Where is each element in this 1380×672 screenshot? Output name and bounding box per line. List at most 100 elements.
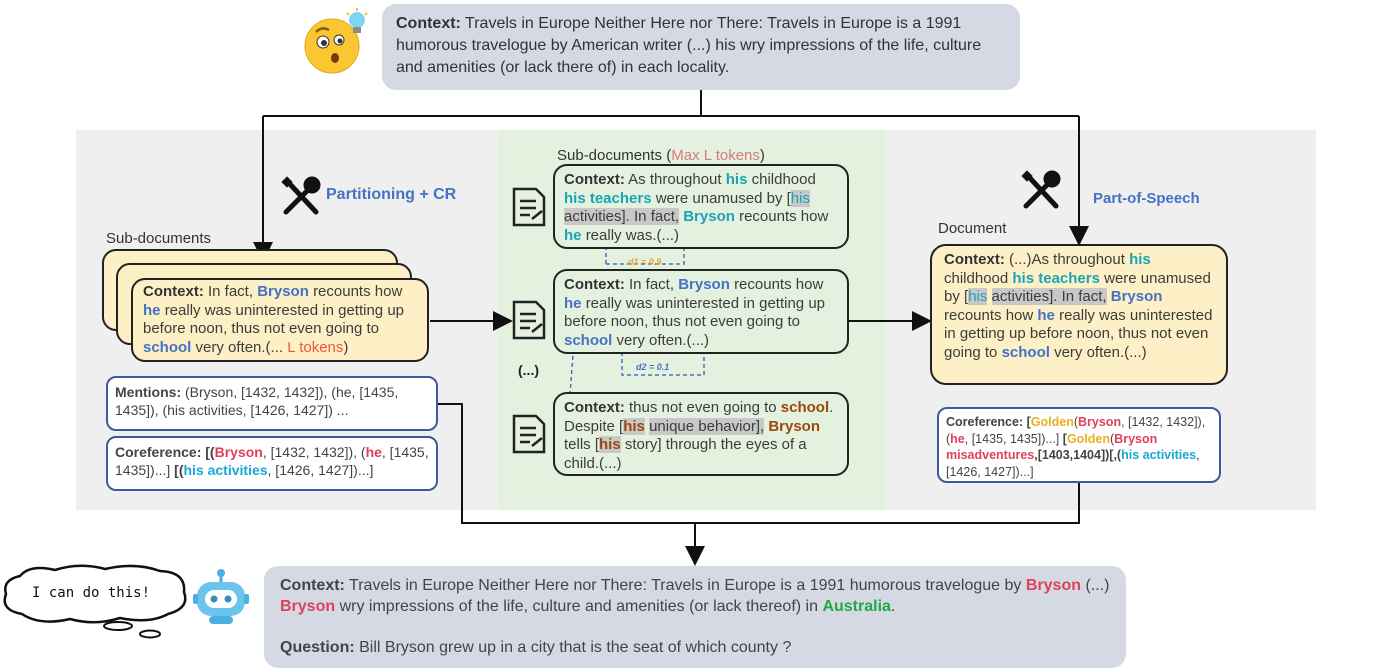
subdocuments-label: Sub-documents — [106, 230, 212, 247]
coreference-label: Coreference: — [946, 415, 1024, 429]
text: (...)As throughout — [1009, 251, 1125, 268]
cluster-bryson: Bryson — [1078, 415, 1122, 429]
context-label: Context: — [396, 15, 461, 32]
text: As throughout — [628, 171, 722, 188]
text: In fact, — [208, 283, 254, 300]
tools-icon — [280, 176, 322, 218]
partitioning-label: Partitioning + CR — [326, 186, 457, 203]
text: story] through the eyes of a child.(...) — [564, 436, 807, 472]
final-context-box: Context: Travels in Europe Neither Here … — [264, 566, 1126, 668]
mentions-text: (Bryson, [1432, 1432]), (he, [1435, 1435… — [115, 384, 399, 418]
text: recounts how — [734, 276, 824, 293]
text: were unamused by [ — [944, 269, 1211, 306]
text: childhood — [751, 171, 816, 188]
mention-school: school — [780, 399, 830, 416]
text: [ — [1062, 431, 1067, 446]
text: recounts how — [313, 283, 403, 300]
document-label: Document — [938, 220, 1007, 237]
mention-his-story: his — [599, 436, 621, 453]
text: childhood — [944, 269, 1009, 287]
text: very often.(...) — [1054, 343, 1147, 361]
context-label: Context: — [143, 283, 204, 300]
text: ( — [1073, 415, 1079, 429]
text: wry impressions of the life, culture and… — [339, 598, 818, 615]
text: , [1426, 1427])...] — [946, 448, 1200, 479]
cluster-he: he — [365, 444, 382, 460]
text: , [1435, 1435])...] — [964, 431, 1060, 446]
text: Travels in Europe Neither Here nor There… — [349, 577, 1022, 594]
text: , [1435, 1435])...] — [115, 444, 429, 478]
mention-bryson: Bryson — [257, 283, 309, 300]
context-label: Context: — [280, 577, 345, 594]
text: ) — [759, 147, 765, 164]
mention-teachers: his teachers — [1012, 269, 1100, 287]
text: ( — [1110, 431, 1115, 446]
mention-his-activities: his — [790, 189, 810, 207]
text: [( — [205, 444, 215, 460]
resolved-bryson: Bryson — [280, 598, 336, 615]
mention-his-activities: his — [968, 288, 988, 305]
golden-tag: Golden — [1030, 415, 1074, 429]
cluster-bryson: Bryson — [214, 444, 263, 460]
tools-icon — [1020, 170, 1062, 212]
subdocument-card: Context: In fact, Bryson recounts how he… — [131, 278, 429, 362]
text: recounts how — [739, 208, 829, 225]
text: . Despite [ — [564, 399, 834, 435]
subdocument-card-2: Context: In fact, Bryson recounts how he… — [553, 269, 849, 354]
distance-d2: d2 = 0.1 — [636, 362, 670, 372]
text: were unamused by [ — [655, 189, 791, 207]
ellipsis-label: (...) — [518, 362, 539, 378]
mention-school: school — [1001, 343, 1050, 361]
document-icon — [510, 186, 548, 228]
l-tokens: L tokens — [287, 338, 344, 356]
subdocument-card-3: Context: thus not even going to school. … — [553, 392, 849, 476]
cluster-activities: his activities — [183, 462, 268, 478]
question-line: Question: Bill Bryson grew up in a city … — [280, 637, 1110, 658]
cluster-bryson-misadventures: Bryson misadventures — [946, 431, 1158, 463]
text: [( — [174, 462, 184, 478]
text: ) — [343, 338, 349, 356]
text: In fact, — [629, 276, 675, 293]
cluster-activities: his activities — [1121, 448, 1197, 462]
document-icon — [510, 299, 548, 341]
subdocuments-max-label: Sub-documents (Max L tokens) — [557, 147, 765, 164]
mention-teachers: his teachers — [564, 189, 652, 207]
mention-his: his — [623, 417, 645, 435]
text: really was uninterested in getting up be… — [143, 301, 404, 338]
final-context: Context: Travels in Europe Neither Here … — [280, 575, 1110, 617]
text: , [1426, 1427])...] — [267, 462, 374, 478]
text: really was.(...) — [585, 226, 680, 244]
part-of-speech-label: Part-of-Speech — [1093, 190, 1200, 207]
mention-bryson: Bryson — [1110, 288, 1163, 305]
text: ,[1403,1404])[,( — [1034, 448, 1122, 462]
text: Sub-documents ( — [557, 147, 672, 164]
mentions-card: Mentions: (Bryson, [1432, 1432]), (he, [… — [106, 376, 438, 431]
mention-his: his — [1129, 251, 1151, 268]
text: [ — [1026, 415, 1031, 429]
text: . — [890, 598, 896, 615]
resolved-bryson: Bryson — [1025, 577, 1081, 594]
text: very often.(...) — [616, 331, 710, 349]
text: , [1432, 1432]), ( — [262, 444, 366, 460]
mention-bryson: Bryson — [768, 417, 821, 435]
context-label: Context: — [564, 399, 625, 416]
question-label: Question: — [280, 639, 355, 656]
speech-text: I can do this! — [32, 585, 151, 601]
document-card: Context: (...)As throughout his childhoo… — [930, 244, 1228, 385]
context-label: Context: — [564, 171, 625, 188]
text: activities]. In fact, — [564, 208, 680, 225]
text: unique behavior], — [649, 417, 765, 435]
context-text: Travels in Europe Neither Here nor There… — [396, 15, 982, 76]
entity-australia: Australia — [822, 598, 891, 615]
text: activities]. In fact, — [991, 288, 1107, 305]
mention-school: school — [143, 338, 192, 356]
max-l-tokens: Max L tokens — [671, 147, 760, 164]
text: really was uninterested in getting up be… — [564, 294, 825, 331]
distance-d1: d1 = 0.9 — [628, 257, 662, 267]
mention-he: he — [564, 294, 582, 312]
coreference-label: Coreference: — [115, 444, 202, 460]
robot-icon — [193, 568, 249, 626]
context-label: Context: — [944, 251, 1005, 268]
text: really was uninterested in getting up be… — [944, 306, 1213, 361]
